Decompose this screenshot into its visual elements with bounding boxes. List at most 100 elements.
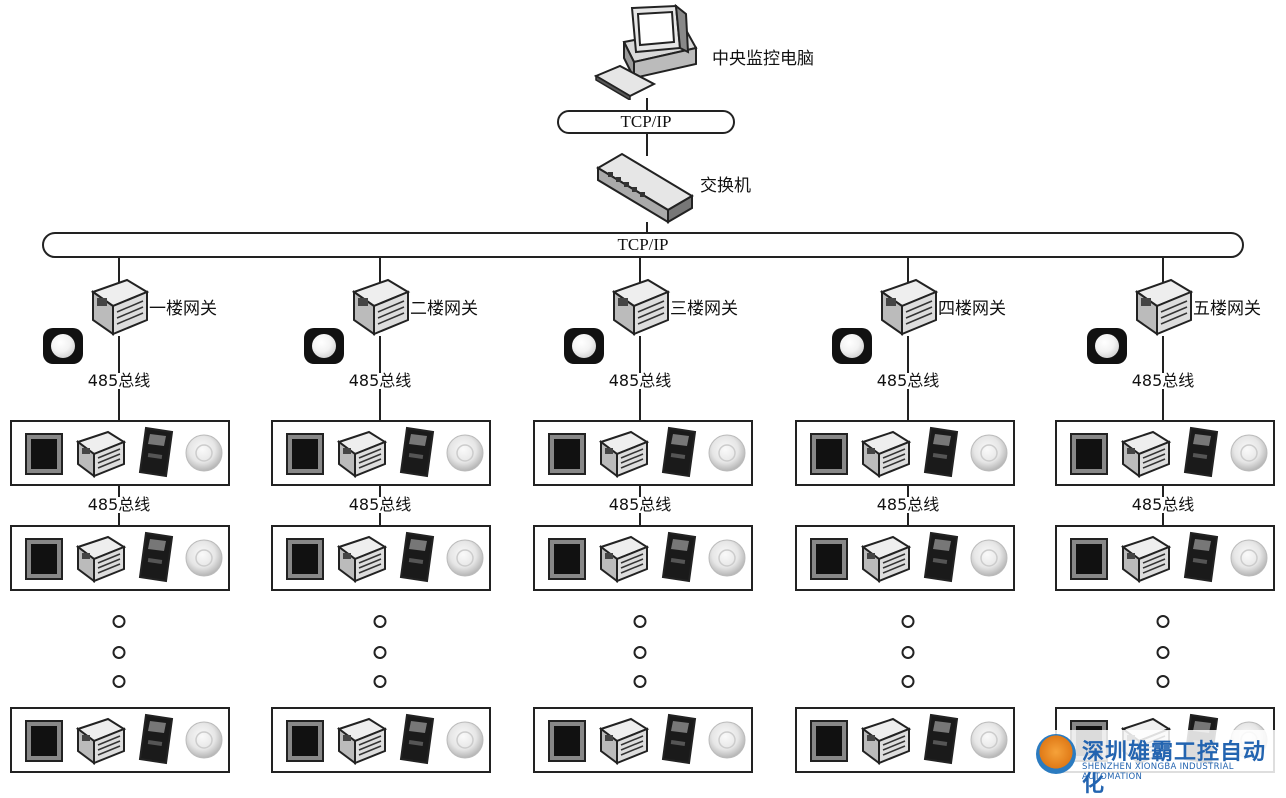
device-group [795,420,1015,486]
touch-panel-icon [547,719,587,763]
controller-module-icon [597,428,651,480]
floor-columns: 一楼网关 485总线 485总线 二楼网关 485总线 485总线 三楼网关 485总线 485… [10,258,1275,773]
device-group [533,420,753,486]
controller-module-icon [74,715,128,767]
bus-label: 485总线 [1129,371,1197,390]
controller-module-icon [597,715,651,767]
gateway-label: 二楼网关 [410,299,478,319]
card-switch-icon [921,711,961,767]
card-switch-icon [397,529,437,585]
controller-module-icon [335,715,389,767]
link-bus-gateway [118,258,120,282]
watermark-title: 深圳雄霸工控自动化 [1082,740,1267,797]
gateway-icon [608,276,674,338]
controller-module-icon [74,533,128,585]
touch-panel-icon [24,537,64,581]
tcpip-network-main: TCP/IP [42,232,1244,258]
controller-module-icon [335,428,389,480]
ceiling-sensor-icon [707,538,747,578]
bus-label: 485总线 [1129,495,1197,514]
card-switch-icon [921,424,961,480]
ceiling-sensor-icon [969,720,1009,760]
touch-panel-icon [809,432,849,476]
ellipsis-dot [633,675,647,688]
occupancy-sensor-icon [832,328,872,364]
controller-module-icon [335,533,389,585]
tcpip-network-top: TCP/IP [557,110,735,134]
ceiling-sensor-icon [445,433,485,473]
ellipsis-dot [901,646,915,659]
card-switch-icon [659,529,699,585]
ceiling-sensor-icon [184,538,224,578]
sensor-lens [572,334,596,358]
ellipsis-dot [633,646,647,659]
sensor-lens [840,334,864,358]
card-switch-icon [1181,424,1221,480]
ceiling-sensor-icon [707,720,747,760]
touch-panel-icon [809,537,849,581]
bus-label: 485总线 [606,495,674,514]
gateway-label: 四楼网关 [938,299,1006,319]
link-net-switch [646,134,648,156]
ellipsis-dot [112,675,126,688]
switch-icon [594,150,696,226]
gateway-icon [1131,276,1197,338]
card-switch-icon [136,711,176,767]
ellipsis-dot [373,615,387,628]
link-bus-gateway [639,258,641,282]
controller-module-icon [1119,533,1173,585]
occupancy-sensor-icon [564,328,604,364]
ellipsis-dot [373,646,387,659]
occupancy-sensor-icon [1087,328,1127,364]
touch-panel-icon [285,432,325,476]
gateway-label: 一楼网关 [149,299,217,319]
gateway-label: 三楼网关 [670,299,738,319]
watermark-logo-icon [1036,734,1076,774]
occupancy-sensor-icon [43,328,83,364]
sensor-lens [1095,334,1119,358]
gateway-icon [876,276,942,338]
controller-module-icon [859,533,913,585]
touch-panel-icon [547,537,587,581]
touch-panel-icon [285,719,325,763]
ceiling-sensor-icon [445,720,485,760]
ellipsis-dot [633,615,647,628]
touch-panel-icon [24,719,64,763]
gateway-label: 五楼网关 [1193,299,1261,319]
touch-panel-icon [809,719,849,763]
watermark: 深圳雄霸工控自动化 SHENZHEN XIONGBA INDUSTRIAL AU… [1030,730,1286,797]
central-computer-icon [593,3,698,102]
bus-label: 485总线 [874,371,942,390]
device-group [533,707,753,773]
ceiling-sensor-icon [1229,433,1269,473]
ceiling-sensor-icon [445,538,485,578]
device-group [271,525,491,591]
computer-label: 中央监控电脑 [712,49,814,69]
bus-label: 485总线 [346,495,414,514]
device-group [533,525,753,591]
ceiling-sensor-icon [969,433,1009,473]
bus-label: 485总线 [874,495,942,514]
link-computer-net [646,98,648,112]
device-group [10,525,230,591]
ellipsis-dot [1156,646,1170,659]
bus-label: 485总线 [606,371,674,390]
device-group [10,707,230,773]
card-switch-icon [921,529,961,585]
device-group [1055,420,1275,486]
gateway-icon [348,276,414,338]
touch-panel-icon [285,537,325,581]
card-switch-icon [659,424,699,480]
ceiling-sensor-icon [184,720,224,760]
card-switch-icon [397,424,437,480]
ellipsis-dot [112,615,126,628]
ellipsis-dot [901,615,915,628]
ellipsis-dot [373,675,387,688]
device-group [271,420,491,486]
ellipsis-dot [112,646,126,659]
controller-module-icon [74,428,128,480]
sensor-lens [51,334,75,358]
link-bus-gateway [1162,258,1164,282]
touch-panel-icon [1069,432,1109,476]
sensor-lens [312,334,336,358]
